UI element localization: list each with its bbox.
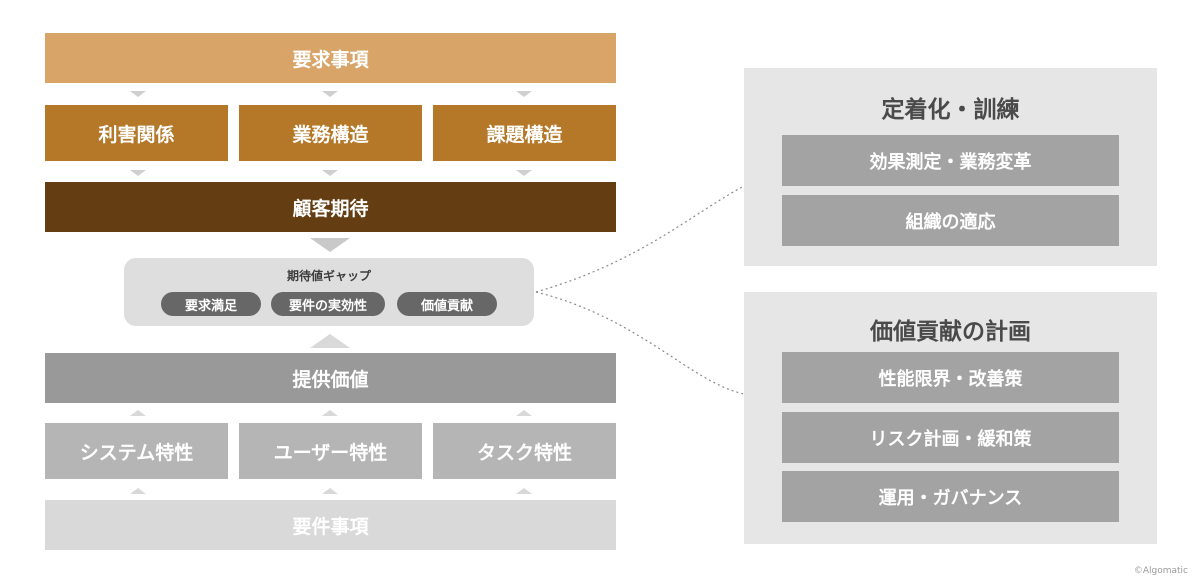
big-arrow-down-icon (310, 238, 350, 252)
gap-pill-requirement-satisfaction: 要求満足 (161, 292, 261, 316)
panel-item: 組織の適応 (782, 195, 1119, 246)
requirement-specs-box: 要件事項 (45, 500, 616, 550)
gap-pill-requirement-effectiveness: 要件の実効性 (271, 292, 385, 316)
trait-system: システム特性 (45, 423, 228, 479)
panel-item: 運用・ガバナンス (782, 471, 1119, 522)
panel-adoption-training: 定着化・訓練 効果測定・業務変革 組織の適応 (744, 68, 1157, 266)
factor-stakeholders: 利害関係 (45, 105, 228, 161)
credit-text: ©Algomatic (1133, 566, 1188, 576)
arrow-up-icon (322, 488, 338, 494)
arrow-down-icon (322, 91, 338, 97)
factor-business-structure: 業務構造 (239, 105, 422, 161)
arrow-down-icon (516, 170, 532, 176)
expectation-gap: 期待値ギャップ 要求満足 要件の実効性 価値貢献 (124, 258, 534, 326)
arrow-up-icon (516, 410, 532, 416)
gap-pill-value-contribution: 価値貢献 (397, 292, 497, 316)
arrow-up-icon (516, 488, 532, 494)
trait-task: タスク特性 (433, 423, 616, 479)
arrow-down-icon (322, 170, 338, 176)
trait-user: ユーザー特性 (239, 423, 422, 479)
factor-issue-structure: 課題構造 (433, 105, 616, 161)
panel-title: 価値貢献の計画 (870, 319, 1031, 345)
arrow-down-icon (130, 91, 146, 97)
panel-item: 効果測定・業務変革 (782, 135, 1119, 186)
customer-expectation-box: 顧客期待 (45, 182, 616, 232)
arrow-down-icon (516, 91, 532, 97)
big-arrow-up-icon (310, 334, 350, 348)
arrow-up-icon (322, 410, 338, 416)
panel-item: リスク計画・緩和策 (782, 412, 1119, 463)
connector-to-bottom-panel (535, 291, 745, 395)
arrow-down-icon (130, 170, 146, 176)
arrow-up-icon (130, 410, 146, 416)
provided-value-box: 提供価値 (45, 353, 616, 403)
gap-title: 期待値ギャップ (286, 269, 371, 283)
panel-value-contribution-plan: 価値貢献の計画 性能限界・改善策 リスク計画・緩和策 運用・ガバナンス (744, 292, 1157, 544)
requirements-box: 要求事項 (45, 33, 616, 83)
connector-to-top-panel (535, 185, 745, 293)
panel-title: 定着化・訓練 (881, 97, 1020, 123)
panel-item: 性能限界・改善策 (782, 352, 1119, 403)
arrow-up-icon (130, 488, 146, 494)
